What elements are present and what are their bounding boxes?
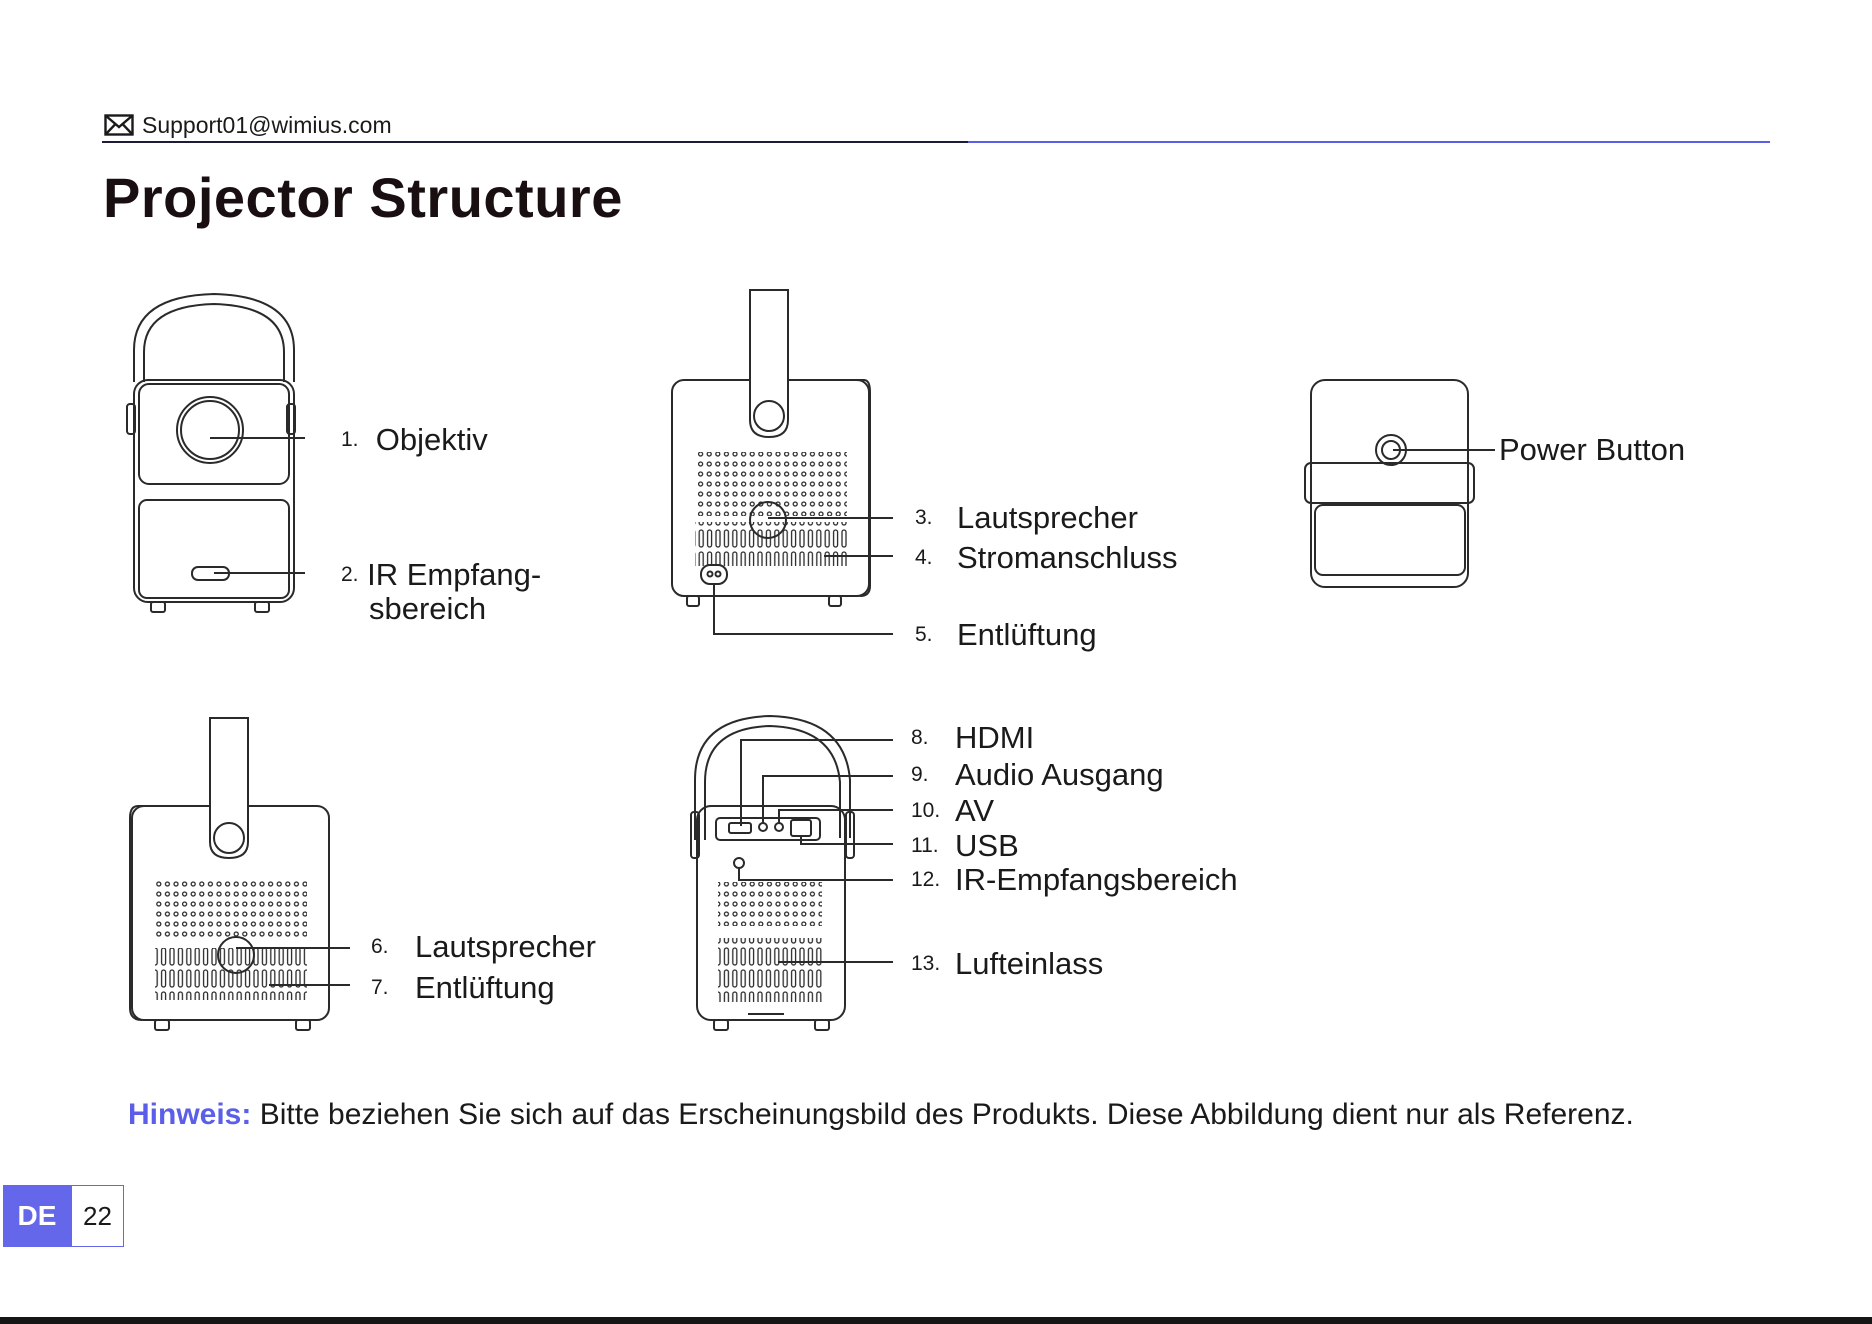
label-hdmi: 8.HDMI	[911, 719, 1035, 755]
envelope-icon	[104, 114, 134, 136]
front-view	[126, 292, 305, 613]
label-power-button: Power Button	[1499, 432, 1686, 467]
label-ir-b: 12.IR-Empfangsbereich	[911, 861, 1238, 897]
label-av: 10.AV	[911, 792, 995, 828]
label-lautsprecher-a: 3.Lautsprecher	[915, 499, 1138, 535]
note: Hinweis: Bitte beziehen Sie sich auf das…	[128, 1098, 1634, 1132]
top-view	[1304, 379, 1495, 588]
label-ir-empfang: 2. IR Empfang-	[341, 556, 542, 592]
note-label: Hinweis:	[128, 1098, 252, 1131]
back-view	[690, 714, 893, 1031]
language-badge: DE	[3, 1185, 71, 1247]
bottom-band	[0, 1317, 1872, 1324]
note-text: Bitte beziehen Sie sich auf das Erschein…	[251, 1098, 1634, 1131]
page-number: 22	[71, 1185, 124, 1247]
label-entlueftung-a: 5.Entlüftung	[915, 616, 1097, 652]
label-stromanschluss: 4.Stromanschluss	[915, 539, 1178, 575]
email-header: Support01@wimius.com	[104, 110, 392, 140]
label-ir-empfang-line2: sbereich	[369, 591, 487, 626]
header-rule-accent	[968, 141, 1770, 143]
label-usb: 11.USB	[911, 827, 1019, 863]
side-view-b	[129, 717, 350, 1031]
side-view-a	[671, 289, 893, 635]
label-entlueftung-b: 7.Entlüftung	[371, 969, 555, 1005]
page-title: Projector Structure	[103, 166, 623, 229]
label-lufteinlass: 13.Lufteinlass	[911, 945, 1104, 981]
label-audio: 9.Audio Ausgang	[911, 756, 1164, 792]
label-objektiv: 1. Objektiv	[341, 421, 488, 457]
header-rule-dark	[102, 141, 968, 143]
support-email[interactable]: Support01@wimius.com	[142, 111, 392, 138]
label-lautsprecher-b: 6.Lautsprecher	[371, 928, 596, 964]
